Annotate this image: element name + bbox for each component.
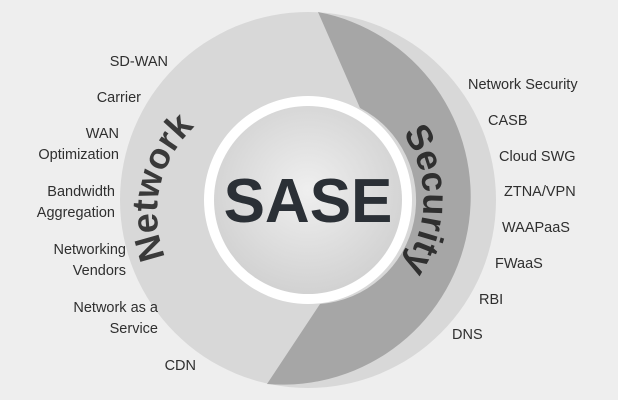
security-ring xyxy=(267,12,471,385)
security-item-waapaas: WAAPaaS xyxy=(502,220,570,236)
center-disk xyxy=(214,106,402,294)
security-item-dns: DNS xyxy=(452,327,483,343)
center-title: SASE xyxy=(224,167,393,236)
security-item-casb: CASB xyxy=(488,113,528,129)
security-item-fwaas: FWaaS xyxy=(495,256,543,272)
security-item-cloud-swg: Cloud SWG xyxy=(499,149,576,165)
security-item-network-security: Network Security xyxy=(468,77,578,93)
network-item-wan-optimization: WAN Optimization xyxy=(38,126,119,163)
network-item-network-as-a-service: Network as a Service xyxy=(73,300,158,337)
network-item-sd-wan: SD-WAN xyxy=(109,54,168,70)
security-item-rbi: RBI xyxy=(479,292,504,308)
network-item-bandwidth-aggregation: Bandwidth Aggregation xyxy=(36,184,115,221)
network-item-cdn: CDN xyxy=(164,358,196,374)
network-item-networking-vendors: Networking Vendors xyxy=(53,242,126,279)
security-item-ztna-vpn: ZTNA/VPN xyxy=(504,184,576,200)
network-item-carrier: Carrier xyxy=(96,90,141,106)
